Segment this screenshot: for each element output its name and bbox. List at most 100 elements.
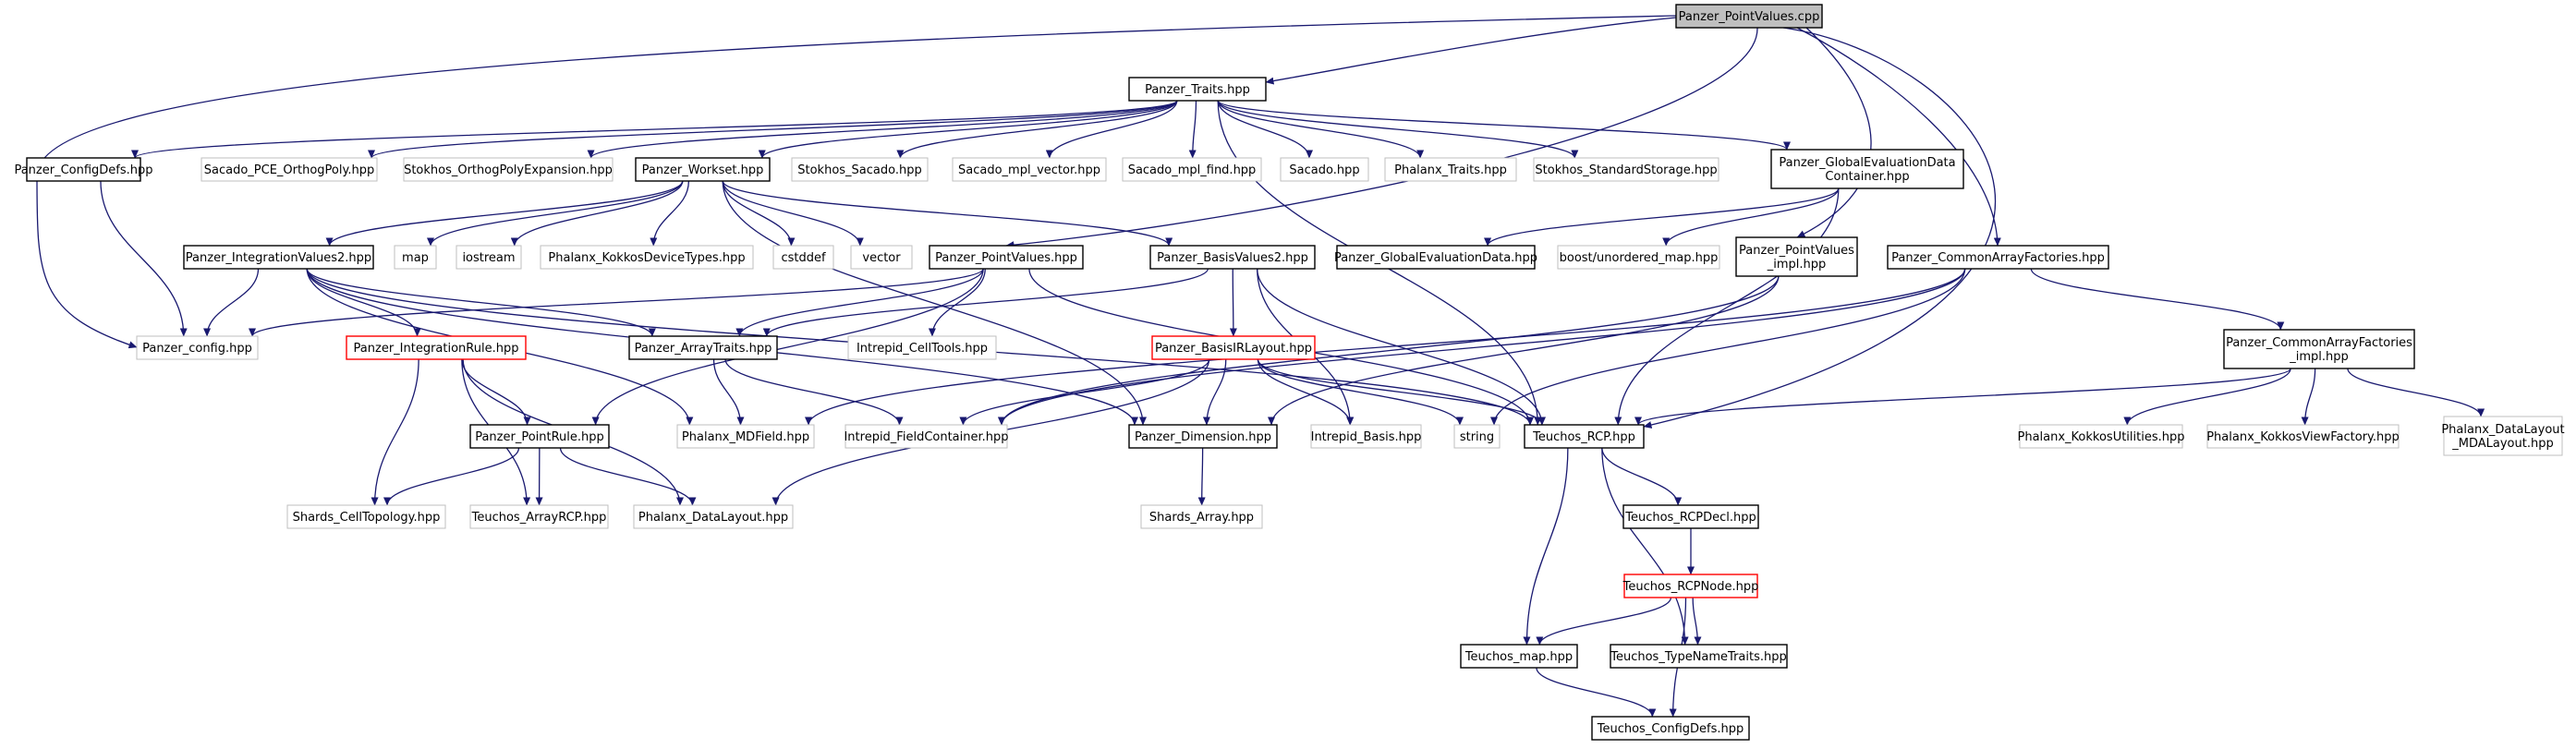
- node-box: [1128, 77, 1267, 102]
- edge-pv_hpp-to-arraytraits: [735, 268, 984, 337]
- edge-traits-to-sacado_mplf: [1188, 100, 1197, 159]
- node-label: Panzer_IntegrationRule.hpp: [354, 342, 519, 356]
- edge-caf_impl-to-kokkos_util: [2123, 368, 2291, 426]
- edge-workset-to-vector: [722, 180, 864, 247]
- node-label: Phalanx_KokkosUtilities.hpp: [2017, 430, 2184, 444]
- edge-workset-to-intvals2: [325, 180, 684, 247]
- node-label: Teuchos_RCPNode.hpp: [1622, 580, 1759, 594]
- node-label: Intrepid_Basis.hpp: [1311, 430, 1422, 444]
- node-traits[interactable]: Panzer_Traits.hpp: [1128, 77, 1267, 102]
- node-label: vector: [862, 251, 901, 265]
- node-label: Shards_CellTopology.hpp: [293, 511, 441, 525]
- node-box: [929, 245, 1084, 270]
- edge-workset-to-kokkos_dt: [650, 180, 690, 247]
- edge-ged_container-to-teuchos_rcp: [1614, 187, 1840, 426]
- node-box: [1623, 574, 1758, 598]
- node-label: Panzer_ConfigDefs.hpp: [14, 163, 152, 177]
- edge-rcpnode-to-teuchos_map: [1536, 597, 1672, 646]
- node-teuchos_rcp[interactable]: Teuchos_RCP.hpp: [1524, 424, 1645, 449]
- edge-intvals2-to-panzer_config: [203, 268, 260, 337]
- node-boost_um: boost/unordered_map.hpp: [1557, 245, 1720, 270]
- node-teuchos_map[interactable]: Teuchos_map.hpp: [1460, 644, 1578, 669]
- edge-traits-to-ged_container: [1217, 100, 1791, 151]
- node-arrayrcp: Teuchos_ArrayRCP.hpp: [469, 504, 609, 529]
- node-box: [136, 335, 259, 360]
- node-teuchos_cfg[interactable]: Teuchos_ConfigDefs.hpp: [1591, 716, 1750, 741]
- node-label: Intrepid_CellTools.hpp: [857, 342, 988, 356]
- node-stokhos_ss: Stokhos_StandardStorage.hpp: [1533, 157, 1719, 182]
- node-rcpnode[interactable]: Teuchos_RCPNode.hpp: [1622, 574, 1759, 598]
- edge-pv_cpp-to-teuchos_rcp: [1643, 27, 1996, 429]
- node-box: [628, 335, 778, 360]
- node-pv_cpp[interactable]: Panzer_PointValues.cpp: [1675, 4, 1823, 29]
- node-label: string: [1460, 430, 1494, 444]
- node-ged[interactable]: Panzer_GlobalEvaluationData.hpp: [1334, 245, 1537, 270]
- node-basisirl[interactable]: Panzer_BasisIRLayout.hpp: [1151, 335, 1316, 360]
- node-box: [1149, 245, 1316, 270]
- node-workset[interactable]: Panzer_Workset.hpp: [635, 157, 771, 182]
- node-box: [1336, 245, 1536, 270]
- edge-workset-to-basisvals2: [722, 180, 1173, 247]
- edge-pv_cpp-to-traits: [1265, 17, 1677, 85]
- node-rcpdecl[interactable]: Teuchos_RCPDecl.hpp: [1622, 504, 1759, 529]
- edge-basisirl-to-string: [1257, 358, 1464, 426]
- edge-basisvals2-to-teuchos_rcp: [1257, 268, 1546, 426]
- node-label: _impl.hpp: [1767, 258, 1827, 272]
- edge-basisirl-to-dimension: [1202, 358, 1227, 426]
- node-label: Phalanx_DataLayout: [2441, 423, 2564, 437]
- node-intrule[interactable]: Panzer_IntegrationRule.hpp: [346, 335, 527, 360]
- node-configdefs[interactable]: Panzer_ConfigDefs.hpp: [14, 157, 153, 182]
- node-box: [633, 504, 794, 529]
- node-box: [1622, 504, 1759, 529]
- node-box: [1533, 157, 1719, 182]
- node-pointrule[interactable]: Panzer_PointRule.hpp: [469, 424, 610, 449]
- node-label: Teuchos_TypeNameTraits.hpp: [1610, 650, 1787, 664]
- node-label: Panzer_IntegrationValues2.hpp: [186, 251, 371, 265]
- node-caf_impl[interactable]: Panzer_CommonArrayFactories_impl.hpp: [2223, 329, 2415, 369]
- node-box: [844, 424, 1008, 449]
- node-caf[interactable]: Panzer_CommonArrayFactories.hpp: [1887, 245, 2109, 270]
- node-box: [1280, 157, 1369, 182]
- node-iostream: iostream: [456, 245, 522, 270]
- node-pv_hpp[interactable]: Panzer_PointValues.hpp: [929, 245, 1084, 270]
- node-label: Phalanx_KokkosDeviceTypes.hpp: [548, 251, 745, 265]
- node-box: [1610, 644, 1788, 669]
- node-box: [1735, 236, 1858, 277]
- node-label: Phalanx_MDField.hpp: [682, 430, 809, 444]
- edge-caf_impl-to-kokkos_vf: [2301, 368, 2316, 426]
- node-label: Panzer_Traits.hpp: [1145, 83, 1250, 97]
- edge-pv_cpp-to-pv_hpp: [1005, 27, 1758, 249]
- node-intvals2[interactable]: Panzer_IntegrationValues2.hpp: [183, 245, 374, 270]
- edge-traits-to-sacado: [1217, 100, 1313, 159]
- edge-traits-to-sacado_mplv: [1045, 100, 1178, 159]
- node-box: [469, 424, 610, 449]
- edge-basisirl-to-intrepid_basis: [1257, 358, 1355, 426]
- node-box: [1675, 4, 1823, 29]
- node-label: Panzer_ArrayTraits.hpp: [635, 342, 772, 356]
- node-arraytraits[interactable]: Panzer_ArrayTraits.hpp: [628, 335, 778, 360]
- node-label: Phalanx_Traits.hpp: [1394, 163, 1507, 177]
- node-label: Panzer_PointValues.hpp: [935, 251, 1077, 265]
- edge-caf-to-caf_impl: [2030, 268, 2285, 331]
- node-box: [791, 157, 929, 182]
- node-pv_impl[interactable]: Panzer_PointValues_impl.hpp: [1735, 236, 1858, 277]
- edge-caf-to-string: [1490, 268, 1966, 426]
- node-kokkos_util: Phalanx_KokkosUtilities.hpp: [2017, 424, 2185, 449]
- edge-ged_container-to-boost_um: [1662, 187, 1840, 247]
- node-box: [26, 157, 141, 182]
- node-basisvals2[interactable]: Panzer_BasisValues2.hpp: [1149, 245, 1316, 270]
- edge-pointrule-to-datalayout: [559, 447, 697, 506]
- edge-caf-to-mdfield: [805, 268, 1966, 426]
- node-label: Sacado_PCE_OrthogPoly.hpp: [204, 163, 374, 177]
- node-box: [394, 245, 437, 270]
- node-label: Teuchos_RCPDecl.hpp: [1624, 511, 1756, 525]
- node-box: [2223, 329, 2415, 369]
- node-box: [1384, 157, 1517, 182]
- node-dimension[interactable]: Panzer_Dimension.hpp: [1128, 424, 1278, 449]
- node-typenametraits[interactable]: Teuchos_TypeNameTraits.hpp: [1610, 644, 1788, 669]
- edge-layer: [36, 15, 2485, 718]
- edge-ged_container-to-ged: [1484, 187, 1840, 247]
- edge-basisirl-to-teuchos_rcp: [1257, 358, 1546, 426]
- node-label: Panzer_config.hpp: [142, 342, 252, 356]
